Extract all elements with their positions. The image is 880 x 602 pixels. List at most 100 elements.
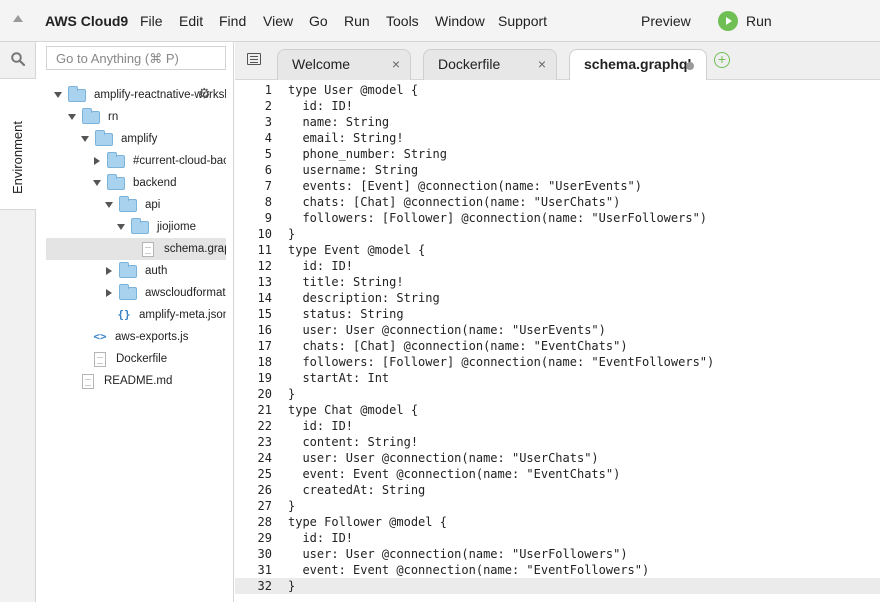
expand-arrow-icon[interactable] xyxy=(54,92,62,98)
collapsed-arrow-icon[interactable] xyxy=(94,157,100,165)
add-tab-icon[interactable]: + xyxy=(714,52,730,68)
tree-item-schema-graphql[interactable]: schema.graphql xyxy=(46,238,226,260)
code-line[interactable]: 10} xyxy=(235,226,880,242)
collapsed-arrow-icon[interactable] xyxy=(106,267,112,275)
line-number: 19 xyxy=(257,371,272,385)
search-icon[interactable] xyxy=(11,52,25,66)
tree-item-current-cloud-backend[interactable]: #current-cloud-backend xyxy=(36,150,226,172)
code-text: user: User @connection(name: "UserEvents… xyxy=(288,323,606,337)
run-button[interactable]: Run xyxy=(718,11,772,31)
code-line[interactable]: 25 event: Event @connection(name: "Event… xyxy=(235,466,880,482)
code-line[interactable]: 32} xyxy=(235,578,880,594)
code-line[interactable]: 27} xyxy=(235,498,880,514)
collapse-menu-icon[interactable] xyxy=(13,15,23,22)
tree-item-label: schema.graphql xyxy=(164,243,226,255)
menu-window[interactable]: Window xyxy=(435,13,485,29)
tab-welcome[interactable]: Welcome × xyxy=(277,49,411,80)
code-line[interactable]: 4 email: String! xyxy=(235,130,880,146)
code-line[interactable]: 13 title: String! xyxy=(235,274,880,290)
tab-label: Dockerfile xyxy=(438,56,501,72)
close-icon[interactable]: × xyxy=(537,56,546,72)
expand-arrow-icon[interactable] xyxy=(81,136,89,142)
tree-item-label: jiojiome xyxy=(157,221,196,233)
close-icon[interactable]: × xyxy=(391,56,400,72)
tree-item-auth[interactable]: auth xyxy=(36,260,226,282)
menu-go[interactable]: Go xyxy=(309,13,328,29)
line-number: 18 xyxy=(257,355,272,369)
collapsed-arrow-icon[interactable] xyxy=(106,289,112,297)
menu-find[interactable]: Find xyxy=(219,13,247,29)
tree-item-label: README.md xyxy=(104,375,173,387)
menu-view[interactable]: View xyxy=(263,13,294,29)
tree-item-rn[interactable]: rn xyxy=(36,106,226,128)
code-line[interactable]: 18 followers: [Follower] @connection(nam… xyxy=(235,354,880,370)
play-icon xyxy=(718,11,738,31)
tree-item-dockerfile[interactable]: Dockerfile xyxy=(36,348,226,370)
line-number: 2 xyxy=(264,99,272,113)
tree-item-jiojiome[interactable]: jiojiome xyxy=(36,216,226,238)
code-line[interactable]: 26 createdAt: String xyxy=(235,482,880,498)
code-line[interactable]: 6 username: String xyxy=(235,162,880,178)
tab-schema-graphql[interactable]: schema.graphql xyxy=(569,49,707,81)
line-number: 1 xyxy=(264,83,272,97)
code-line[interactable]: 29 id: ID! xyxy=(235,530,880,546)
tree-item-awscloudformation[interactable]: awscloudformation xyxy=(36,282,226,304)
brand-title[interactable]: AWS Cloud9 xyxy=(45,13,129,29)
code-line[interactable]: 5 phone_number: String xyxy=(235,146,880,162)
code-line[interactable]: 17 chats: [Chat] @connection(name: "Even… xyxy=(235,338,880,354)
tree-item-aws-exports-js[interactable]: <> aws-exports.js xyxy=(36,326,226,348)
gear-icon[interactable]: ⚙ xyxy=(198,85,211,101)
code-line[interactable]: 24 user: User @connection(name: "UserCha… xyxy=(235,450,880,466)
code-line[interactable]: 22 id: ID! xyxy=(235,418,880,434)
line-number: 3 xyxy=(264,115,272,129)
code-line[interactable]: 19 startAt: Int xyxy=(235,370,880,386)
code-line[interactable]: 2 id: ID! xyxy=(235,98,880,114)
file-icon xyxy=(142,241,154,257)
code-line[interactable]: 1 type User @model { xyxy=(235,82,880,98)
code-line[interactable]: 14 description: String xyxy=(235,290,880,306)
tree-item-readme[interactable]: README.md xyxy=(36,370,226,392)
code-line[interactable]: 20} xyxy=(235,386,880,402)
menu-tools[interactable]: Tools xyxy=(386,13,419,29)
code-line[interactable]: 8 chats: [Chat] @connection(name: "UserC… xyxy=(235,194,880,210)
js-file-icon: <> xyxy=(93,330,107,343)
tab-label: Welcome xyxy=(292,56,351,72)
expand-arrow-icon[interactable] xyxy=(105,202,113,208)
code-line[interactable]: 7 events: [Event] @connection(name: "Use… xyxy=(235,178,880,194)
code-line[interactable]: 3 name: String xyxy=(235,114,880,130)
code-line[interactable]: 9 followers: [Follower] @connection(name… xyxy=(235,210,880,226)
expand-arrow-icon[interactable] xyxy=(93,180,101,186)
code-line[interactable]: 31 event: Event @connection(name: "Event… xyxy=(235,562,880,578)
tree-item-backend[interactable]: backend xyxy=(36,172,226,194)
expand-arrow-icon[interactable] xyxy=(68,114,76,120)
tab-dockerfile[interactable]: Dockerfile × xyxy=(423,49,557,80)
tree-item-amplify-meta-json[interactable]: {} amplify-meta.json xyxy=(36,304,226,326)
go-to-anything-input[interactable] xyxy=(46,46,226,70)
menu-edit[interactable]: Edit xyxy=(179,13,204,29)
code-text: event: Event @connection(name: "EventCha… xyxy=(288,467,621,481)
json-file-icon: {} xyxy=(117,308,131,321)
code-editor[interactable]: 1 type User @model {2 id: ID!3 name: Stri… xyxy=(235,80,880,602)
menu-run[interactable]: Run xyxy=(344,13,370,29)
code-text: startAt: Int xyxy=(288,371,390,385)
file-icon xyxy=(82,373,94,389)
code-line[interactable]: 16 user: User @connection(name: "UserEve… xyxy=(235,322,880,338)
preview-button[interactable]: Preview xyxy=(641,13,691,29)
tab-menu-icon[interactable] xyxy=(247,53,261,65)
expand-arrow-icon[interactable] xyxy=(117,224,125,230)
code-line[interactable]: 12 id: ID! xyxy=(235,258,880,274)
code-line[interactable]: 23 content: String! xyxy=(235,434,880,450)
code-text: type User @model { xyxy=(288,83,419,97)
tree-item-amplify[interactable]: amplify xyxy=(36,128,226,150)
line-number: 21 xyxy=(257,403,272,417)
menu-file[interactable]: File xyxy=(140,13,163,29)
environment-tab[interactable]: Environment xyxy=(0,78,36,210)
tree-item-workspace[interactable]: amplify-reactnative-workshop xyxy=(36,84,226,106)
code-line[interactable]: 30 user: User @connection(name: "UserFol… xyxy=(235,546,880,562)
code-line[interactable]: 15 status: String xyxy=(235,306,880,322)
tree-item-api[interactable]: api xyxy=(36,194,226,216)
menu-support[interactable]: Support xyxy=(498,13,548,29)
